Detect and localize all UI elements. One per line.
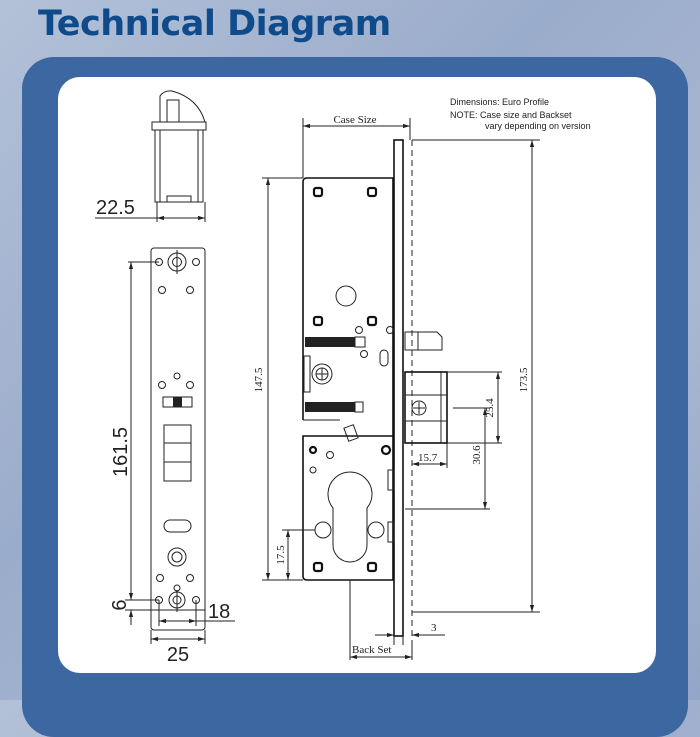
cylinder-cutout [327, 471, 373, 563]
dim-deadbolt-throw: 15.7 [418, 452, 438, 464]
dim-width: 25 [167, 644, 189, 666]
note-line: NOTE: Case size and Backset [450, 110, 572, 120]
note-line: vary depending on version [485, 121, 591, 131]
diagram-card [58, 77, 656, 673]
dim-height: 161.5 [110, 427, 132, 477]
dim-overall-height: 173.5 [518, 367, 530, 392]
faceplate-front-view: 161.5 6 18 25 [109, 247, 235, 666]
dim-deadbolt-offset: 30.6 [471, 445, 483, 465]
page-title: Technical Diagram [38, 4, 391, 44]
dim-hole-spacing: 18 [208, 601, 230, 623]
note-dimensions: Dimensions: Euro Profile [450, 97, 549, 107]
dim-hole-offset: 6 [109, 599, 131, 610]
dim-faceplate-thickness: 3 [431, 622, 437, 634]
dim-case-height: 147.5 [253, 367, 265, 392]
lock-case-side-view: Case Size 147.5 173.5 25.4 30.6 15.7 17.… [253, 114, 540, 660]
dim-cylinder-offset: 17.5 [275, 545, 287, 565]
notes: Dimensions: Euro Profile NOTE: Case size… [450, 97, 591, 131]
dim-case-size: Case Size [333, 114, 376, 126]
top-view: 22.5 [95, 90, 207, 222]
dim-width-top: 22.5 [96, 197, 135, 219]
technical-diagram: Dimensions: Euro Profile NOTE: Case size… [95, 90, 591, 666]
dim-backset: Back Set [352, 644, 391, 656]
